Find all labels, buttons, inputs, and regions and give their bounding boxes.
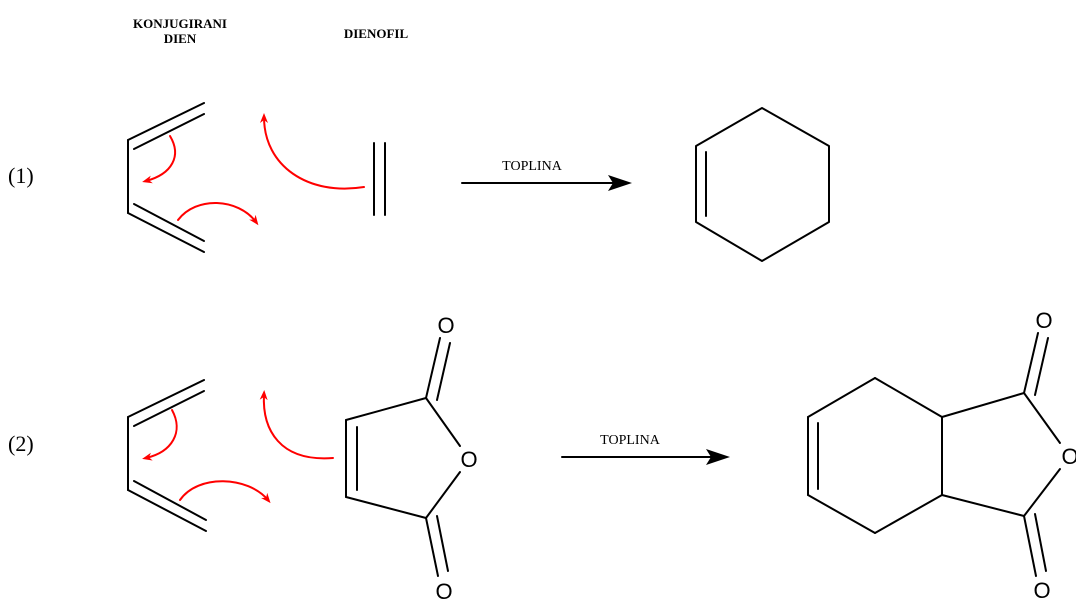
- reaction-2-arrow-diene-upper: [142, 409, 178, 461]
- dienophile-header: DIENOFIL: [344, 26, 409, 41]
- reaction-2-arrow-diene-lower: [179, 480, 271, 504]
- maleic-anhydride-ring-oxygen: O: [460, 447, 477, 472]
- reaction-1-arrow-diene-upper: [142, 135, 176, 184]
- reaction-1-arrow-dienophile: [260, 113, 365, 190]
- reaction-2-electron-arrows: [142, 390, 334, 504]
- maleic-anhydride-carbonyl-oxygen-top: O: [437, 313, 454, 338]
- reaction-1-arrow-diene-lower: [177, 202, 259, 226]
- product-ring-oxygen: O: [1061, 444, 1076, 469]
- reaction-1-electron-arrows: [142, 113, 365, 226]
- reaction-1-dienophile: [373, 142, 386, 216]
- reaction-2-condition: TOPLINA: [600, 433, 661, 448]
- product-carbonyl-oxygen-bottom: O: [1033, 578, 1050, 599]
- reaction-2-product-tetrahydrophthalic-anhydride: [807, 332, 1061, 577]
- reaction-2-arrow-dienophile: [259, 390, 334, 460]
- reaction-2-arrow: [561, 449, 730, 465]
- maleic-anhydride-carbonyl-oxygen-bottom: O: [435, 579, 452, 599]
- reaction-2-maleic-anhydride: [345, 337, 461, 577]
- product-carbonyl-oxygen-top: O: [1035, 308, 1052, 333]
- diene-header-line1: KONJUGIRANI: [133, 16, 227, 31]
- diene-header-line2: DIEN: [164, 31, 197, 46]
- reaction-1-label: (1): [8, 163, 34, 188]
- reaction-1-condition: TOPLINA: [502, 159, 563, 174]
- reaction-2-diene: [127, 379, 207, 532]
- reaction-1-arrow: [461, 175, 632, 191]
- reaction-1-product-cyclohexene: [695, 107, 830, 262]
- reaction-2-label: (2): [8, 431, 34, 456]
- reaction-1-diene: [127, 102, 205, 253]
